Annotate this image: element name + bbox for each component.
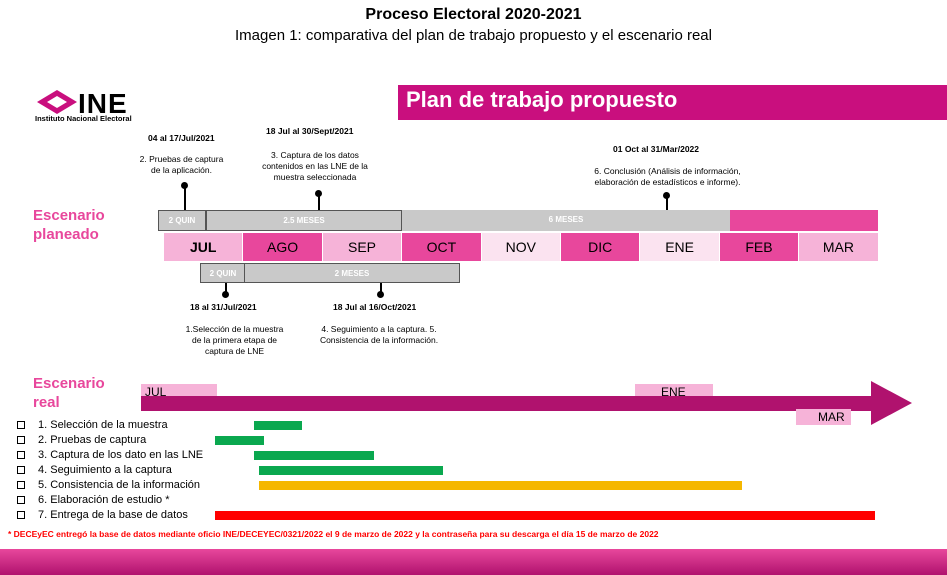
scenario-real-label: Escenario real xyxy=(33,375,105,411)
task-bar xyxy=(258,481,743,490)
task-label: 1. Selección de la muestra xyxy=(38,419,168,431)
footnote: * DECEyEC entregó la base de datos media… xyxy=(8,529,659,539)
month-ene: ENE xyxy=(640,233,719,261)
milestone-stem xyxy=(666,194,668,210)
page-title: Proceso Electoral 2020-2021 xyxy=(365,6,582,23)
milestone-date: 01 Oct al 31/Mar/2022 xyxy=(613,144,700,154)
task-checkbox xyxy=(17,481,25,489)
plan-banner xyxy=(398,85,947,120)
page-subtitle: Imagen 1: comparativa del plan de trabaj… xyxy=(235,27,712,44)
task-checkbox xyxy=(17,451,25,459)
month-oct: OCT xyxy=(402,233,481,261)
task-bar xyxy=(253,421,303,430)
milestone-dot xyxy=(315,190,322,197)
milestone-stem xyxy=(380,283,382,297)
task-bar xyxy=(215,511,876,520)
milestone-dot xyxy=(663,192,670,199)
milestone-stem xyxy=(225,283,227,297)
real-timeline-arrow xyxy=(141,381,912,425)
milestone-note: 6. Conclusión (Análisis de información, … xyxy=(594,166,741,187)
month-feb: FEB xyxy=(719,233,799,261)
task-checkbox xyxy=(17,496,25,504)
milestone-date: 04 al 17/Jul/2021 xyxy=(148,133,215,143)
task-label: 4. Seguimiento a la captura xyxy=(38,464,172,476)
month-ago: AGO xyxy=(243,233,322,261)
month-mar: MAR xyxy=(799,233,878,261)
task-bar xyxy=(215,436,264,445)
milestone-dot xyxy=(377,291,384,298)
lower-quin-bar: 2 QUIN xyxy=(200,263,246,283)
task-label: 7. Entrega de la base de datos xyxy=(38,509,188,521)
milestone-note: 1.Selección de la muestra de la primera … xyxy=(185,324,284,356)
milestone-stem xyxy=(184,184,186,210)
milestone-dot xyxy=(222,291,229,298)
lower-mid-bar: 2 MESES xyxy=(244,263,460,283)
logo-subtitle: Instituto Nacional Electoral xyxy=(35,114,132,123)
scenario-planned-label: Escenario planeado xyxy=(33,207,105,243)
month-jul: JUL xyxy=(164,233,243,261)
milestone-date: 18 Jul al 16/Oct/2021 xyxy=(333,302,417,312)
ine-diamond-icon xyxy=(37,90,77,114)
milestone-stem xyxy=(318,192,320,210)
task-label: 5. Consistencia de la información xyxy=(38,479,201,491)
task-bar xyxy=(258,466,443,475)
upper-quin-bar: 2 QUIN xyxy=(158,210,206,231)
plan-banner-text: Plan de trabajo propuesto xyxy=(406,87,678,112)
task-checkbox xyxy=(17,436,25,444)
milestone-note: 3. Captura de los datos contenidos en la… xyxy=(262,150,368,182)
milestone-date: 18 Jul al 30/Sept/2021 xyxy=(266,126,354,136)
task-checkbox xyxy=(17,511,25,519)
task-bar xyxy=(253,451,374,460)
milestone-note: 4. Seguimiento a la captura. 5. Consiste… xyxy=(319,324,439,345)
planned-track-magenta xyxy=(730,210,878,231)
task-label: 2. Pruebas de captura xyxy=(38,434,147,446)
upper-long-bar: 6 MESES xyxy=(402,210,730,231)
task-checkbox xyxy=(17,421,25,429)
real-month-end: MAR xyxy=(796,409,851,425)
ine-logo xyxy=(35,88,185,124)
task-checkbox xyxy=(17,466,25,474)
task-label: 3. Captura de los dato en las LNE xyxy=(38,449,204,461)
logo-text: INE xyxy=(78,88,128,119)
upper-mid-bar: 2.5 MESES xyxy=(206,210,402,231)
milestone-note: 2. Pruebas de captura de la aplicación. xyxy=(139,154,224,175)
task-label: 6. Elaboración de estudio * xyxy=(38,494,170,506)
month-dic: DIC xyxy=(561,233,640,261)
milestone-dot xyxy=(181,182,188,189)
month-sep: SEP xyxy=(322,233,402,261)
footer-bar xyxy=(0,549,947,575)
month-nov: NOV xyxy=(481,233,560,261)
milestone-date: 18 al 31/Jul/2021 xyxy=(190,302,257,312)
